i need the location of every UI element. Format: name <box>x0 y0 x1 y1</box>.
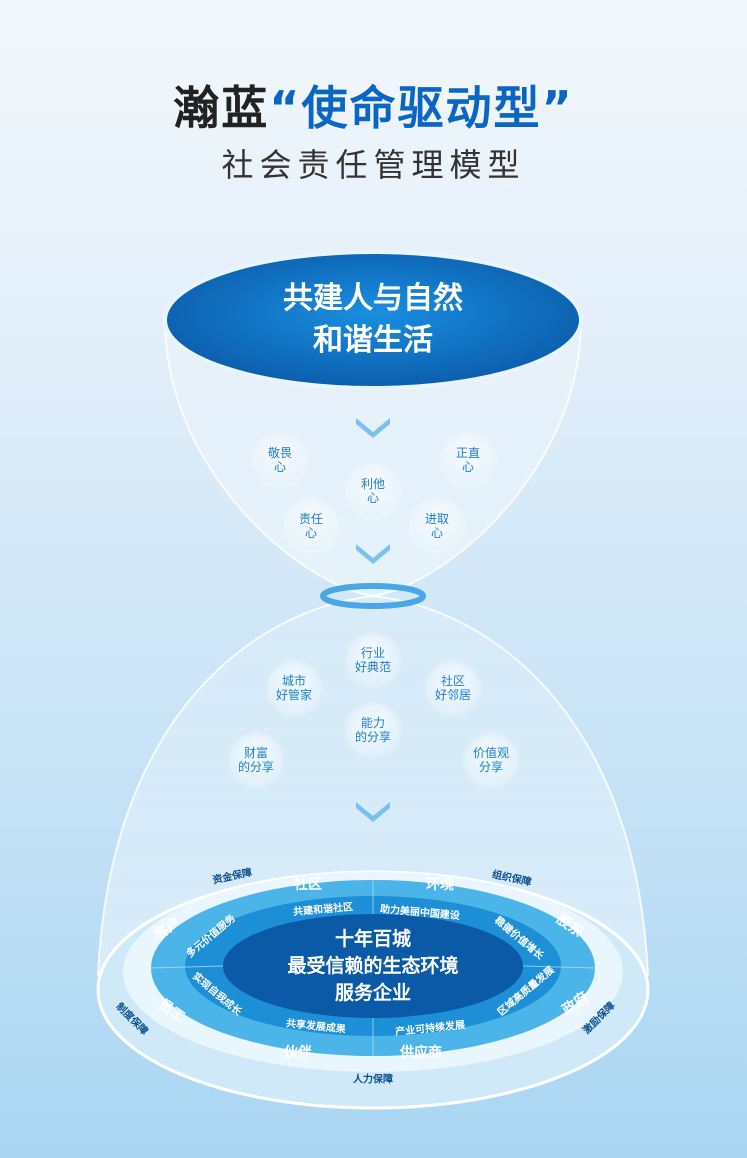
role-bubble: 财富的分享 <box>231 735 281 785</box>
bubble-line: 进取 <box>424 512 449 526</box>
heart-bubble: 正直心 <box>443 435 493 485</box>
bubble-line: 利他 <box>360 477 385 491</box>
heart-bubble: 责任心 <box>286 501 336 551</box>
bubble-line: 正直 <box>455 446 480 460</box>
role-bubble: 价值观分享 <box>466 735 516 785</box>
center-line1: 十年百城 <box>334 928 411 950</box>
stakeholder-label: 伙伴 <box>284 1045 312 1061</box>
role-bubble: 社区好邻居 <box>428 663 478 713</box>
chevron-icons <box>356 418 390 822</box>
bubble-line: 心 <box>273 460 286 474</box>
center-line3: 服务企业 <box>334 982 411 1004</box>
top-ellipse <box>163 250 583 390</box>
bubble-line: 价值观 <box>472 746 509 760</box>
page-subtitle: 社会责任管理模型 <box>221 146 526 184</box>
bubble-line: 敬畏 <box>267 446 292 460</box>
bubble-line: 能力 <box>360 716 385 730</box>
bubble-line: 好管家 <box>275 688 312 702</box>
bubble-line: 城市 <box>281 674 306 688</box>
role-bubble: 行业好典范 <box>348 635 398 685</box>
bubble-line: 心 <box>304 526 317 540</box>
bubble-line: 财富 <box>243 746 268 760</box>
center-line2: 最受信赖的生态环境 <box>287 955 459 977</box>
role-bubble: 城市好管家 <box>269 663 319 713</box>
guarantee-label: 人力保障 <box>353 1074 393 1086</box>
bubble-line: 好典范 <box>354 660 391 674</box>
bubble-line: 的分享 <box>237 760 274 774</box>
heart-bubble: 进取心 <box>412 501 462 551</box>
stakeholder-label: 社区 <box>294 877 322 893</box>
bubble-line: 心 <box>430 526 443 540</box>
bubble-line: 心 <box>366 491 379 505</box>
bubble-line: 社区 <box>440 674 465 688</box>
top-line2: 和谐生活 <box>313 323 433 358</box>
bubble-line: 行业 <box>360 646 385 660</box>
title-prefix: 瀚蓝 <box>173 81 270 135</box>
bubble-line: 好邻居 <box>434 688 471 702</box>
page-title: 瀚蓝“使命驱动型” <box>0 72 747 138</box>
stakeholder-label: 供应商 <box>400 1045 442 1061</box>
top-slogan: 共建人与自然和谐生活 <box>173 278 573 362</box>
center-core <box>223 914 523 1018</box>
top-line1: 共建人与自然 <box>283 281 463 316</box>
heart-bubble: 敬畏心 <box>255 435 305 485</box>
title-highlight: “使命驱动型” <box>269 81 574 135</box>
bubble-line: 分享 <box>478 760 503 774</box>
bubble-line: 的分享 <box>354 730 391 744</box>
center-goal: 十年百城最受信赖的生态环境服务企业 <box>223 926 523 1007</box>
bubble-line: 责任 <box>298 512 323 526</box>
bubble-line: 心 <box>461 460 474 474</box>
role-bubble: 能力的分享 <box>348 705 398 755</box>
neck-ring <box>320 583 426 609</box>
heart-bubble: 利他心 <box>348 466 398 516</box>
stakeholder-label: 环境 <box>426 877 454 893</box>
